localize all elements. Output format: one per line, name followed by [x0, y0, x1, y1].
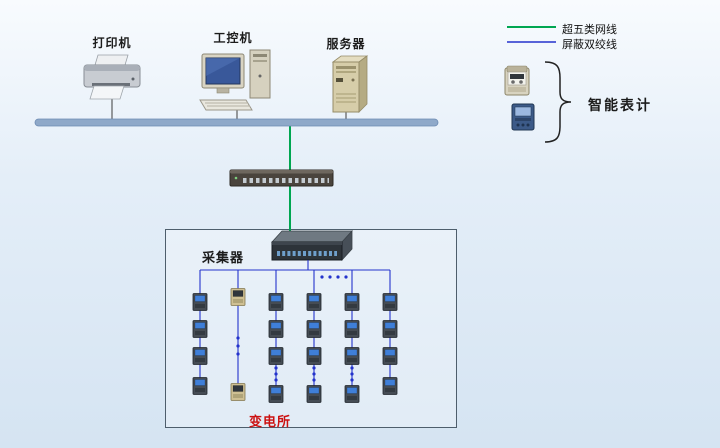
meter-icon — [306, 320, 322, 338]
ellipsis-dot — [274, 366, 278, 370]
meter-icon — [192, 293, 208, 311]
meter-icon — [306, 293, 322, 311]
meter-icon — [268, 320, 284, 338]
ellipsis-dot — [274, 372, 278, 376]
ellipsis-dot — [236, 336, 240, 340]
smart-meter-icon-b — [511, 103, 535, 131]
meter-wiring — [192, 260, 398, 403]
meter-icon — [306, 385, 322, 403]
ellipsis-dot — [350, 372, 354, 376]
industrial-pc-label: 工控机 — [213, 31, 253, 45]
printer-icon — [83, 54, 141, 100]
ellipsis-dot — [312, 366, 316, 370]
meter-icon — [230, 288, 246, 306]
meter-icon — [382, 347, 398, 365]
brace-icon — [544, 61, 572, 143]
ellipsis-dot — [328, 275, 332, 279]
meter-icon — [192, 377, 208, 395]
switch-icon — [229, 169, 334, 187]
collector-icon — [271, 229, 353, 262]
meter-icon — [230, 383, 246, 401]
meter-icon — [268, 385, 284, 403]
ellipsis-dot — [274, 378, 278, 382]
meter-icon — [344, 347, 360, 365]
meter-icon — [344, 293, 360, 311]
server-label: 服务器 — [326, 37, 366, 51]
ellipsis-dot — [236, 344, 240, 348]
meter-icon — [382, 293, 398, 311]
ellipsis-dot — [236, 352, 240, 356]
legend-twisted-pair-label: 屏蔽双绞线 — [562, 38, 617, 51]
meter-icon — [382, 377, 398, 395]
ellipsis-dot — [312, 378, 316, 382]
meter-icon — [192, 347, 208, 365]
smart-meters-label: 智能表计 — [588, 98, 652, 114]
printer-label: 打印机 — [92, 36, 132, 50]
meter-icon — [344, 320, 360, 338]
collector-label: 采集器 — [201, 251, 244, 266]
ellipsis-dot — [350, 366, 354, 370]
ellipsis-dot — [350, 378, 354, 382]
meter-icon — [268, 293, 284, 311]
ethernet-bus — [34, 118, 439, 127]
ellipsis-dot — [336, 275, 340, 279]
ellipsis-dot — [320, 275, 324, 279]
meter-icon — [268, 347, 284, 365]
ellipsis-dot — [344, 275, 348, 279]
smart-meter-icon-a — [504, 65, 530, 96]
meter-icon — [382, 320, 398, 338]
meter-icon — [306, 347, 322, 365]
ellipsis-dot — [312, 372, 316, 376]
meter-icon — [344, 385, 360, 403]
meter-icon — [192, 320, 208, 338]
server-icon — [331, 55, 369, 113]
industrial-pc-icon — [199, 49, 271, 111]
legend-cat5-label: 超五类网线 — [562, 23, 617, 36]
substation-label: 变电所 — [248, 415, 291, 430]
